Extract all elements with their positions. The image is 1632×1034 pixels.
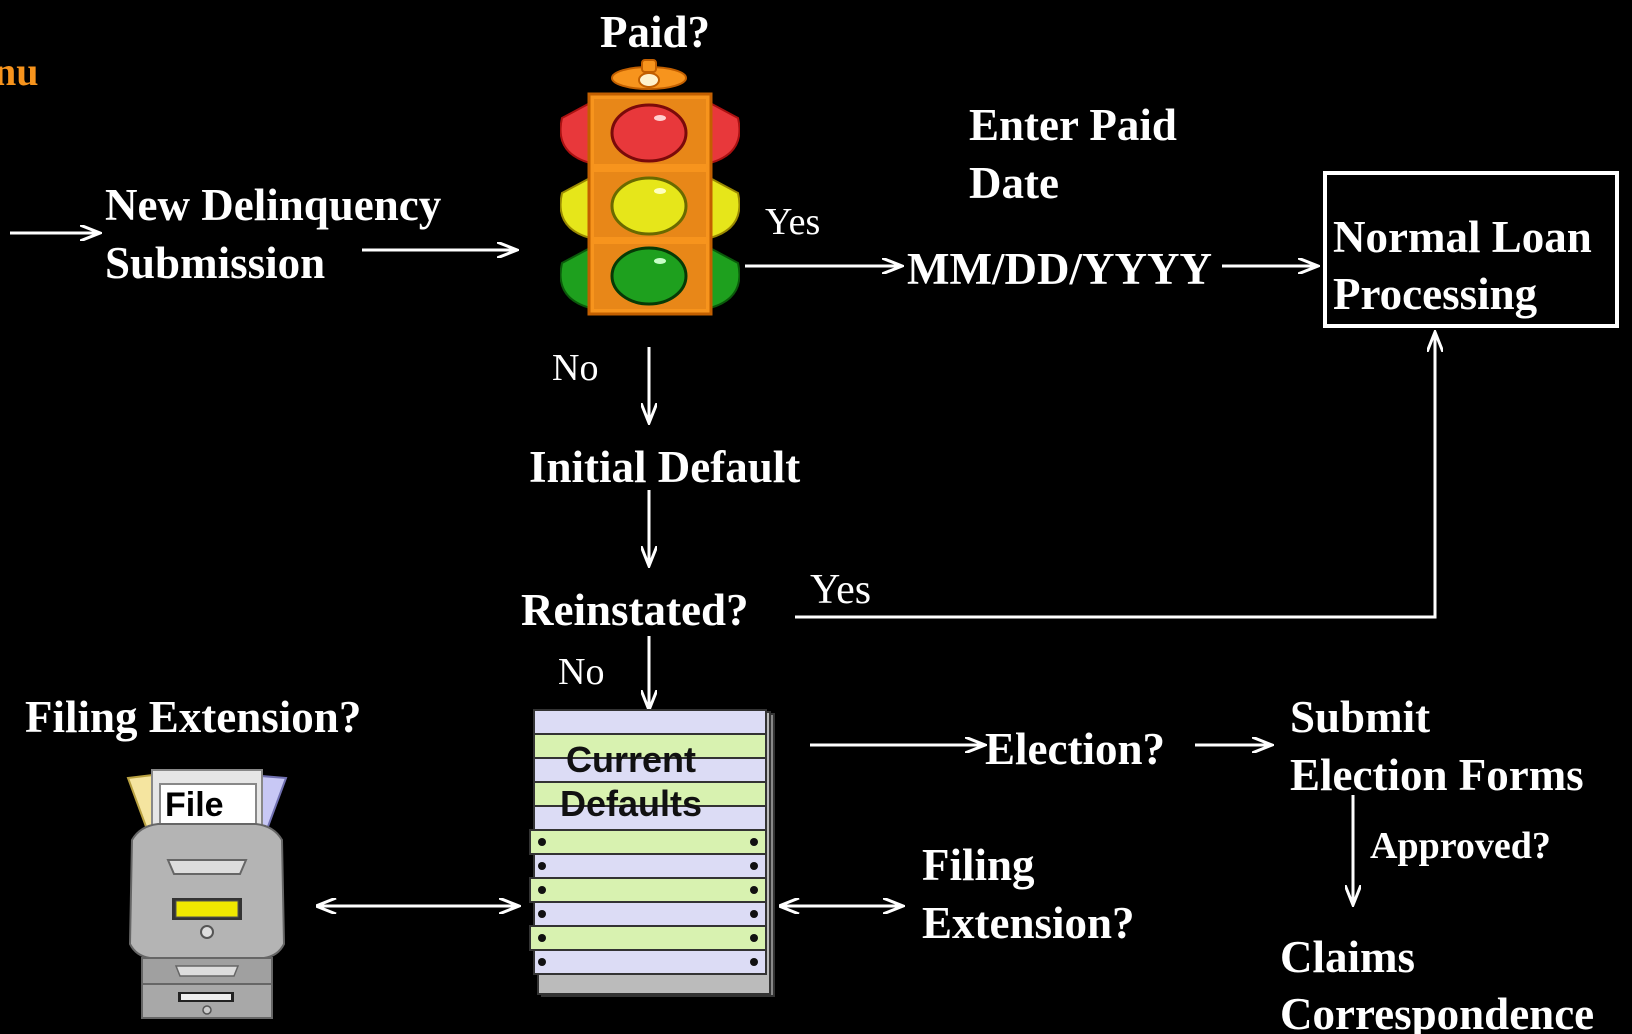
yes-label-paid: Yes xyxy=(765,201,821,243)
ledger-label-line1: Current xyxy=(566,739,697,780)
enter-paid-line1: Enter Paid xyxy=(969,100,1177,150)
no-label-paid: No xyxy=(552,347,599,389)
ledger-stack-icon xyxy=(529,709,775,997)
submit-forms-line1: Submit xyxy=(1290,692,1431,742)
enter-paid-line2: Date xyxy=(969,158,1059,208)
yes-label-reinstated: Yes xyxy=(810,567,872,613)
paid-question: Paid? xyxy=(600,7,711,57)
normal-processing-line2: Processing xyxy=(1333,269,1538,319)
filing-extension-left: Filing Extension? xyxy=(25,692,362,742)
new-delinquency-line2: Submission xyxy=(105,238,326,288)
initial-default-label: Initial Default xyxy=(529,442,801,492)
arrow-reinstated-yes-to-normal xyxy=(795,332,1435,619)
filing-extension-right-line2: Extension? xyxy=(922,898,1135,948)
reinstated-question: Reinstated? xyxy=(521,585,749,635)
claims-line2: Correspondence xyxy=(1280,989,1595,1034)
traffic-light-icon xyxy=(560,59,740,316)
normal-processing-box xyxy=(1323,171,1619,328)
ledger-label-line2: Defaults xyxy=(560,783,703,824)
new-delinquency-line1: New Delinquency xyxy=(105,180,442,230)
corner-text: nu xyxy=(0,49,39,94)
date-format-label: MM/DD/YYYY xyxy=(907,244,1212,294)
file-label: File xyxy=(165,786,224,824)
submit-forms-line2: Election Forms xyxy=(1290,750,1584,800)
filing-extension-right-line1: Filing xyxy=(922,840,1035,890)
no-label-reinstated: No xyxy=(558,651,605,693)
claims-line1: Claims xyxy=(1280,932,1415,982)
filing-cabinet-icon xyxy=(126,769,288,1019)
approved-question: Approved? xyxy=(1370,825,1551,867)
election-question: Election? xyxy=(985,724,1165,774)
normal-processing-line1: Normal Loan xyxy=(1333,212,1592,262)
